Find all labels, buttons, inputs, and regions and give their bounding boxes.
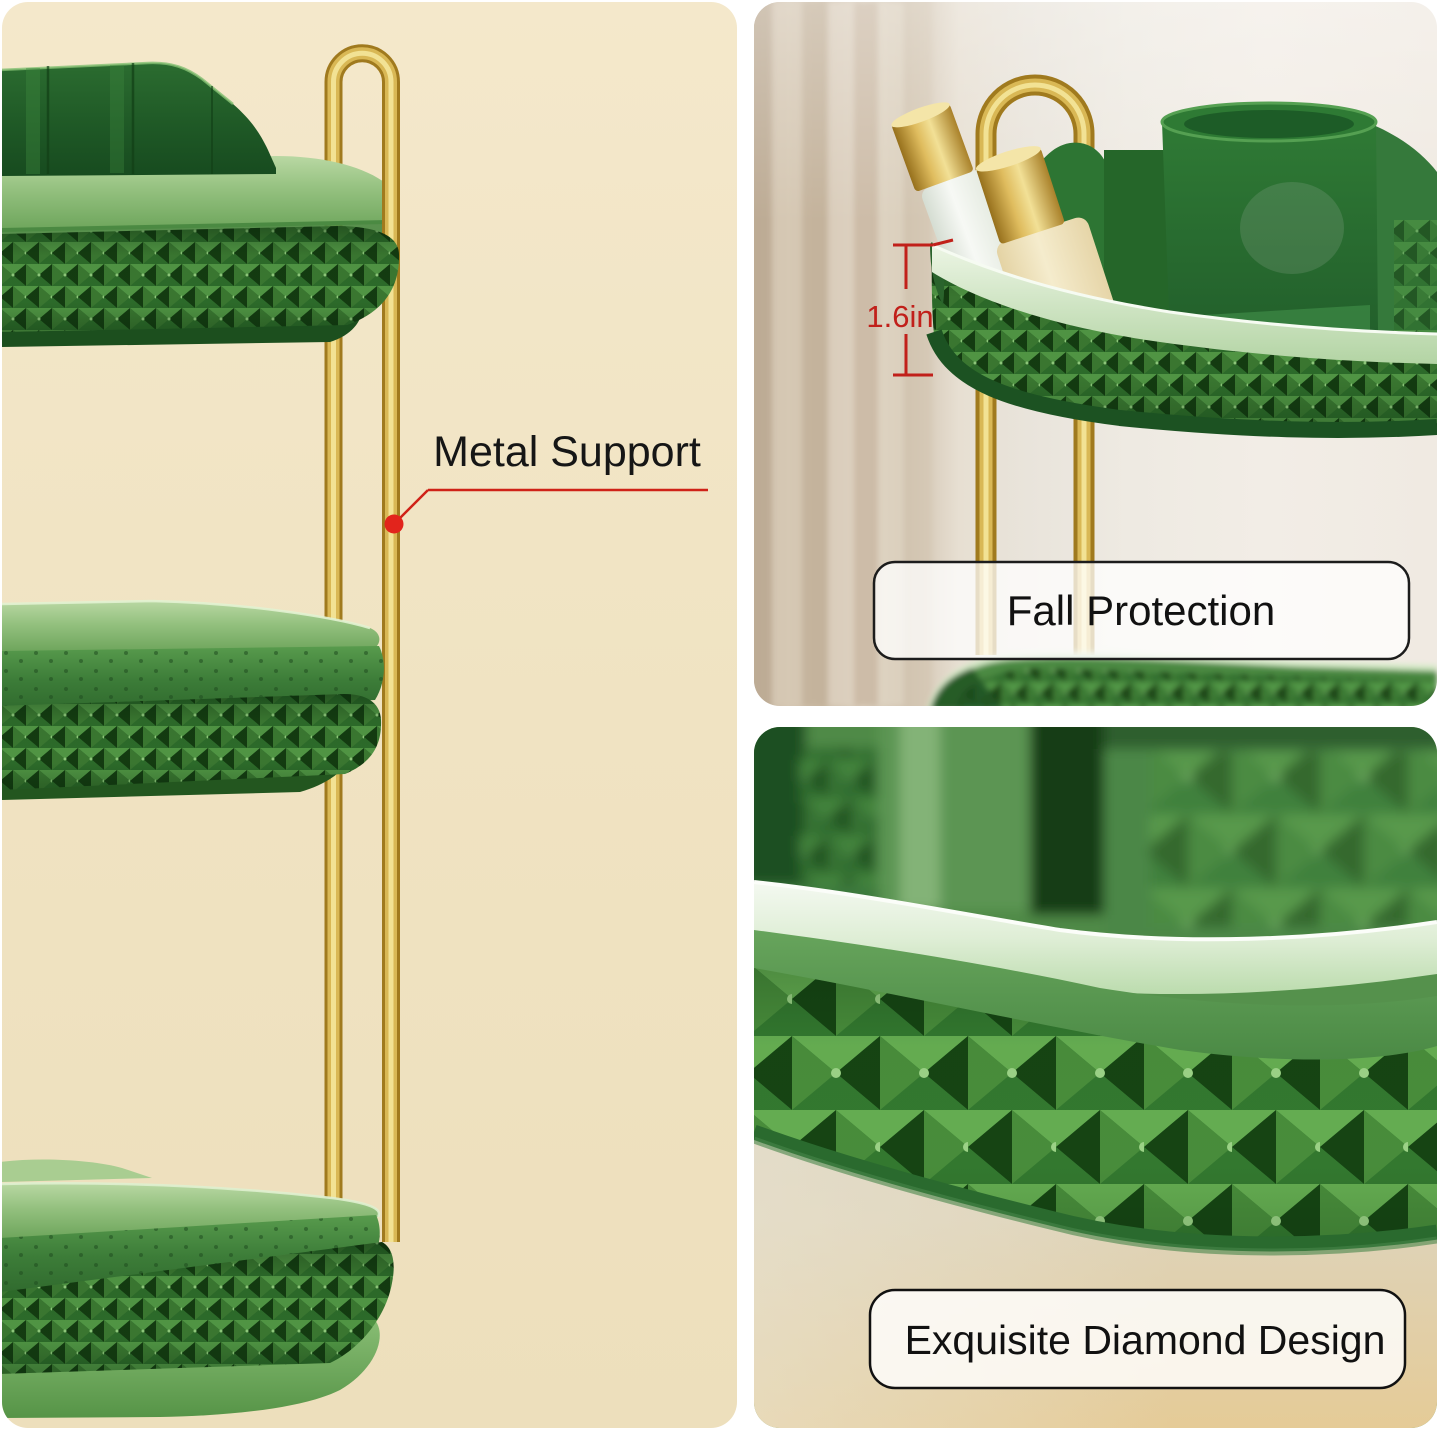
svg-text:1.6in: 1.6in: [866, 299, 933, 334]
svg-text:Fall Protection: Fall Protection: [1007, 587, 1275, 634]
svg-text:Exquisite Diamond Design: Exquisite Diamond Design: [905, 1317, 1386, 1363]
svg-text:Metal Support: Metal Support: [433, 428, 701, 476]
